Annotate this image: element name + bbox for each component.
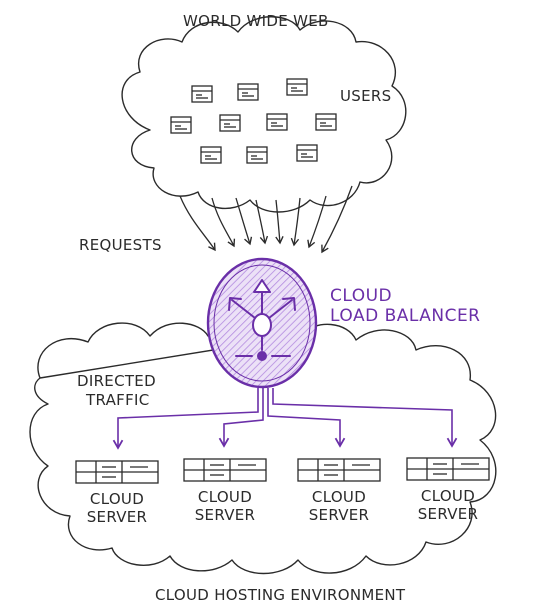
- arrow-icon: [275, 199, 284, 245]
- arrow-icon: [307, 195, 327, 249]
- arrow-icon: [290, 197, 301, 247]
- web-cloud-icon: [121, 16, 407, 213]
- load-balancer-icon: [206, 257, 318, 389]
- server-label-line2: SERVER: [417, 505, 479, 523]
- world-wide-web-title: WORLD WIDE WEB: [183, 12, 329, 30]
- user-browser-icon: [286, 78, 308, 96]
- arrow-icon: [179, 195, 216, 252]
- arrow-icon: [321, 185, 353, 254]
- users-group: [170, 78, 337, 164]
- server-label-line2: SERVER: [194, 506, 256, 524]
- directed-traffic-arrows: [112, 388, 458, 450]
- server-label-line1: CLOUD: [197, 488, 253, 506]
- user-browser-icon: [170, 116, 192, 134]
- server-1-label: CLOUD SERVER: [72, 490, 162, 526]
- server-label-line1: CLOUD: [89, 490, 145, 508]
- user-browser-icon: [200, 146, 222, 164]
- server-label-line1: CLOUD: [420, 487, 476, 505]
- directed-traffic-label-line2: TRAFFIC: [86, 391, 150, 409]
- user-browser-icon: [219, 114, 241, 132]
- arrow-icon: [267, 388, 346, 448]
- server-icon: [75, 460, 159, 484]
- arrow-icon: [235, 197, 253, 246]
- server-2-label: CLOUD SERVER: [180, 488, 270, 524]
- server-label-line1: CLOUD: [311, 488, 367, 506]
- server-icon: [297, 458, 381, 482]
- load-balancer-label-line2: LOAD BALANCER: [330, 306, 481, 326]
- directed-traffic-label-line1: DIRECTED: [77, 372, 156, 390]
- user-browser-icon: [191, 85, 213, 103]
- user-browser-icon: [296, 144, 318, 162]
- arrow-icon: [255, 199, 269, 245]
- server-icon: [406, 457, 490, 481]
- user-browser-icon: [315, 113, 337, 131]
- user-browser-icon: [266, 113, 288, 131]
- server-icon: [183, 458, 267, 482]
- user-browser-icon: [246, 146, 268, 164]
- request-arrows: [179, 185, 353, 254]
- server-3-label: CLOUD SERVER: [294, 488, 384, 524]
- user-browser-icon: [237, 83, 259, 101]
- server-label-line2: SERVER: [308, 506, 370, 524]
- arrow-icon: [272, 388, 458, 448]
- requests-label: REQUESTS: [79, 236, 162, 254]
- servers-group: [75, 457, 490, 484]
- server-4-label: CLOUD SERVER: [403, 487, 493, 523]
- hosting-cloud-icon: [29, 322, 497, 575]
- server-label-line2: SERVER: [86, 508, 148, 526]
- users-label: USERS: [340, 87, 392, 105]
- arrow-icon: [218, 388, 264, 448]
- arrow-icon: [112, 388, 259, 450]
- load-balancer-label-line1: CLOUD: [330, 286, 393, 306]
- arrow-icon: [211, 197, 236, 248]
- hosting-environment-title: CLOUD HOSTING ENVIRONMENT: [155, 586, 406, 604]
